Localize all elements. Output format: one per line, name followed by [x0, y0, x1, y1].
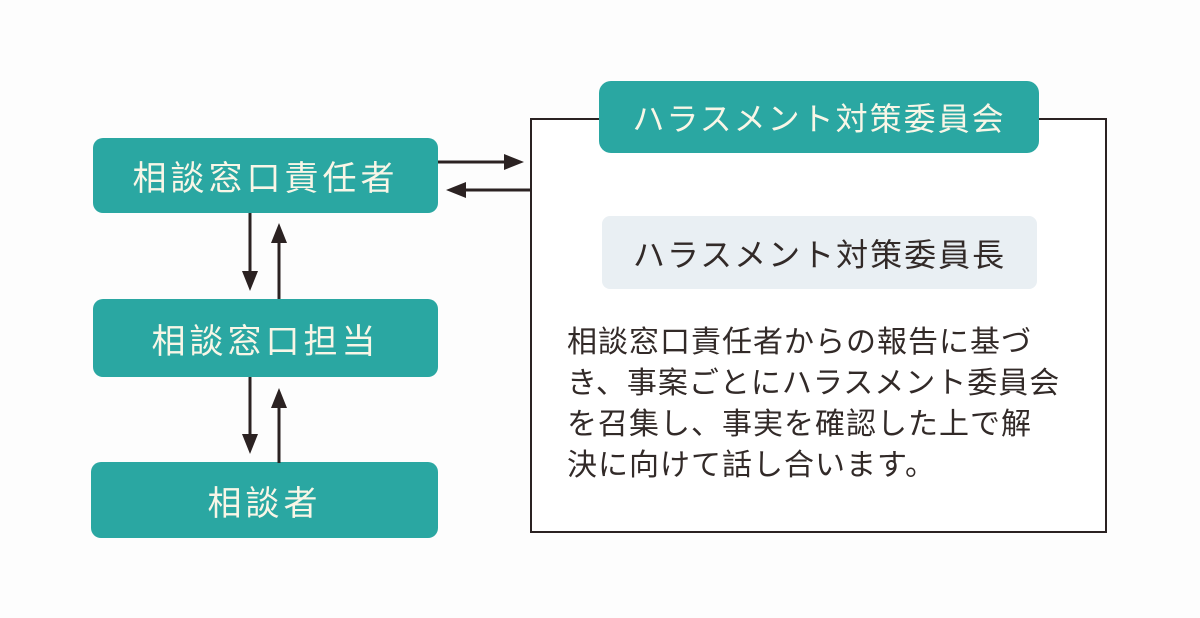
node-consultation-desk-manager: 相談窓口責任者	[93, 138, 438, 213]
arrow-left-icon	[446, 180, 532, 200]
description-line: き、事案ごとにハラスメント委員会	[567, 366, 1061, 401]
node-label: 相談窓口責任者	[132, 159, 399, 199]
committee-chair-box: ハラスメント対策委員長	[602, 216, 1037, 289]
node-consulter: 相談者	[91, 462, 438, 538]
description-line: 相談窓口責任者からの報告に基づ	[567, 325, 1032, 360]
committee-description: 相談窓口責任者からの報告に基づ き、事案ごとにハラスメント委員会 を召集し、事実…	[567, 322, 1107, 486]
committee-panel-header: ハラスメント対策委員会	[599, 81, 1039, 153]
node-consultation-desk-staff: 相談窓口担当	[93, 299, 438, 377]
description-line: 決に向けて話し合います。	[567, 448, 936, 483]
arrow-down-icon	[240, 377, 260, 454]
committee-panel	[530, 118, 1107, 533]
arrow-right-icon	[438, 152, 524, 172]
description-line: を召集し、事実を確認した上で解	[567, 407, 1032, 442]
node-label: 相談者	[207, 483, 322, 524]
arrow-down-icon	[240, 213, 260, 291]
chair-label: ハラスメント対策委員長	[632, 235, 1007, 274]
arrow-up-icon	[269, 223, 289, 299]
committee-title: ハラスメント対策委員会	[632, 100, 1006, 138]
arrow-up-icon	[269, 388, 289, 463]
node-label: 相談窓口担当	[151, 321, 380, 362]
